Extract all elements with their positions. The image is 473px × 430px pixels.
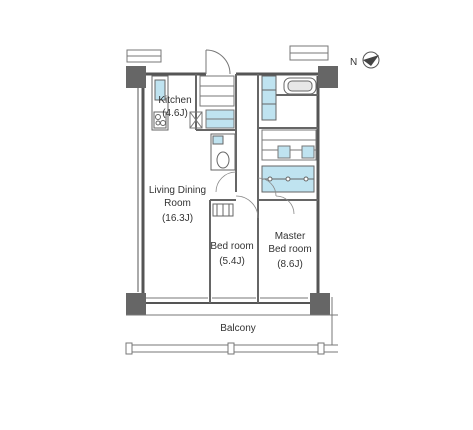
columns [126,66,338,315]
door-swings [215,171,295,219]
balcony-name: Balcony [220,323,256,334]
living-label: Living Dining Room (16.3J) [140,184,215,225]
kitchen-label: Kitchen (4.6J) [155,94,195,120]
kitchen-size: (4.6J) [162,108,188,119]
living-size: (16.3J) [161,213,194,224]
living-name-1: Living Dining [148,185,207,196]
compass-icon: N [350,51,380,69]
washroom [261,129,317,161]
master-closet [261,165,315,193]
master-name-1: Master [274,231,306,242]
balcony-label: Balcony [208,322,268,335]
bedroom-size: (5.4J) [219,256,245,267]
outer-walls [137,72,320,304]
kitchen-name: Kitchen [158,95,192,106]
master-name-2: Bed room [268,244,312,255]
bedroom-name: Bed room [210,241,254,252]
balcony-outline [125,297,338,355]
kitchen-fixtures [151,75,169,131]
master-size: (8.6J) [277,259,303,270]
entry-fixtures [189,75,235,129]
toilet [210,133,236,171]
bedroom-label: Bed room (5.4J) [208,240,256,268]
bath-unit [261,75,317,121]
compass-label: N [350,57,357,68]
living-name-2: Room [164,198,191,209]
top-railing [126,45,329,63]
entrance-door [205,49,231,75]
bedroom-closet [212,203,234,217]
master-label: Master Bed room (8.6J) [264,230,316,271]
